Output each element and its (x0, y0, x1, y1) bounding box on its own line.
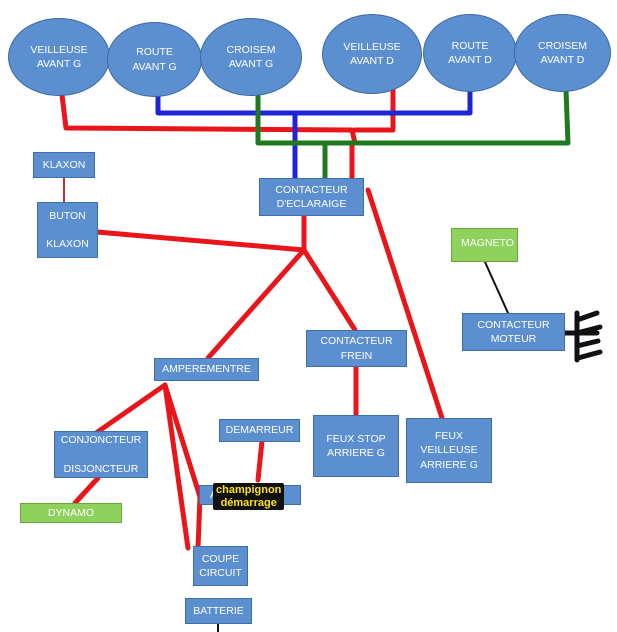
dynamo-box[interactable]: DYNAMO (20, 503, 122, 523)
ground-icon (562, 310, 603, 363)
wire-buton-to-junction (94, 229, 307, 253)
feux-veilleuse-box[interactable]: FEUX VEILLEUSE ARRIERE G (406, 418, 492, 483)
wire-junction-to-amperemetre (205, 247, 307, 361)
demarreur-box[interactable]: DEMARREUR (219, 419, 300, 442)
wire-conjoncteur-to-dynamo (72, 475, 101, 506)
contacteur-eclairage-box[interactable]: CONTACTEUR D'ECLARAIGE (259, 178, 364, 216)
klaxon-box[interactable]: KLAXON (33, 152, 95, 178)
wire-veilleuse-d (352, 87, 396, 133)
wire-amp-down (162, 382, 191, 551)
black-wires (63, 177, 509, 632)
wire-amp-to-conjoncteur (93, 382, 168, 436)
contacteur-frein-box[interactable]: CONTACTEUR FREIN (306, 330, 407, 367)
red-wires (59, 87, 445, 551)
batterie-box[interactable]: BATTERIE (185, 598, 252, 624)
wire-croisem-g (255, 87, 571, 146)
wire-route-g (155, 89, 473, 116)
wire-magneto-to-moteur (484, 261, 509, 314)
croisem-avant-g-lamp[interactable]: CROISEM AVANT G (200, 18, 302, 96)
route-avant-d-lamp[interactable]: ROUTE AVANT D (423, 14, 517, 92)
veilleuse-avant-g-lamp[interactable]: VEILLEUSE AVANT G (8, 18, 110, 96)
coupe-circuit-box[interactable]: COUPE CIRCUIT (193, 546, 248, 586)
feux-stop-box[interactable]: FEUX STOP ARRIERE G (313, 415, 399, 477)
champignon-demarrage-label: champignon démarrage (213, 483, 285, 511)
buton-klaxon-box[interactable]: BUTON KLAXON (37, 202, 98, 258)
route-avant-g-lamp[interactable]: ROUTE AVANT G (107, 22, 202, 97)
green-wires (255, 87, 571, 181)
wire-demarreur-to-starter (255, 438, 265, 483)
amperemetre-box[interactable]: AMPEREMENTRE (154, 358, 259, 381)
blue-wires (155, 89, 473, 181)
wire-junction-to-frein (301, 247, 358, 333)
magneto-box[interactable]: MAGNETO (451, 228, 518, 262)
contacteur-moteur-box[interactable]: CONTACTEUR MOTEUR (462, 313, 565, 351)
conjoncteur-disjoncteur-box[interactable]: CONJONCTEUR DISJONCTEUR (54, 431, 148, 478)
croisem-avant-d-lamp[interactable]: CROISEM AVANT D (514, 14, 611, 92)
wire-veilleuse-g (59, 92, 358, 146)
veilleuse-avant-d-lamp[interactable]: VEILLEUSE AVANT D (322, 14, 422, 94)
wire-contacteur-to-feux-veilleuse (365, 187, 445, 421)
